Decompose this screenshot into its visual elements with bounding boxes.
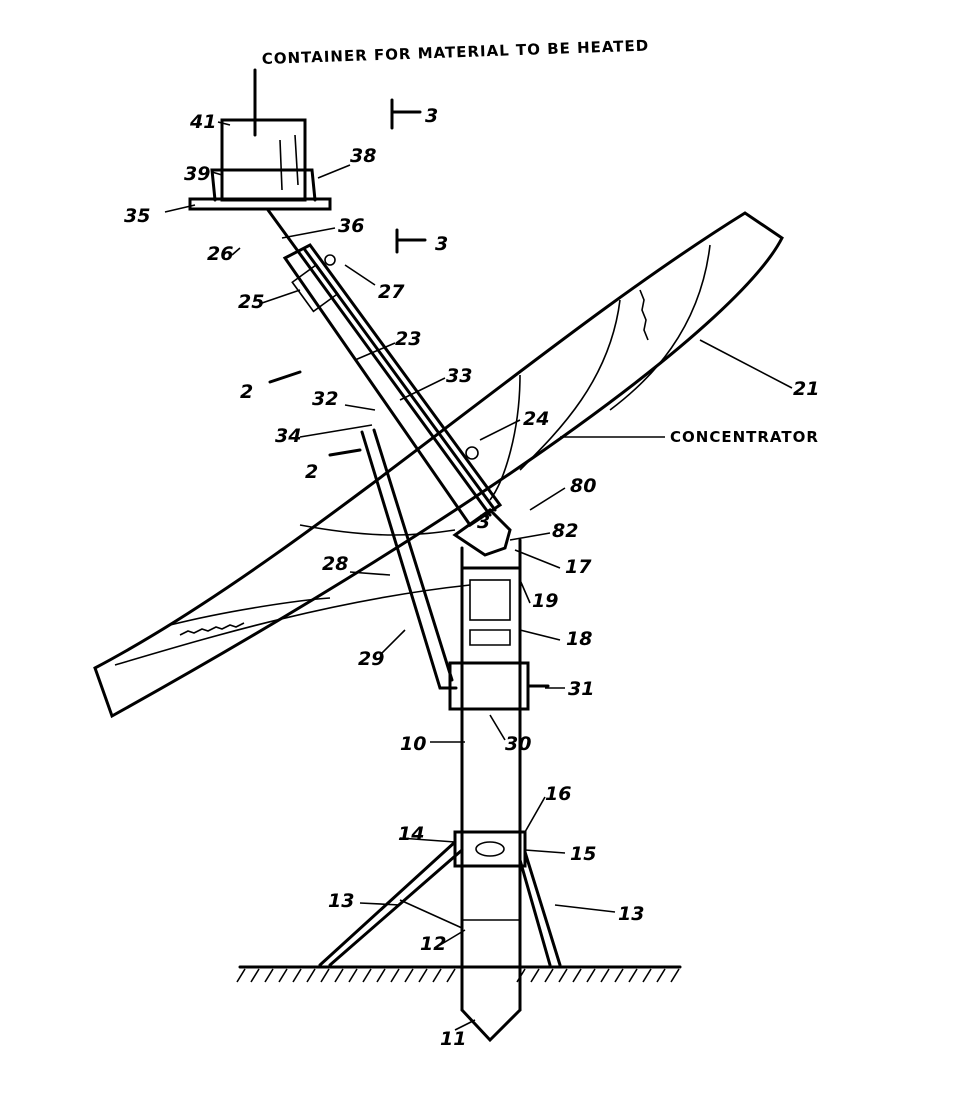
ref-13a: 13 [328, 890, 354, 912]
ref-30: 30 [505, 733, 531, 755]
ref-18: 18 [566, 628, 592, 650]
ref-11: 11 [440, 1028, 466, 1050]
ref-27: 27 [378, 281, 405, 303]
section-arrow-2-top [270, 372, 300, 382]
ref-13b: 13 [618, 903, 644, 925]
ref-14: 14 [398, 823, 424, 845]
ref-28: 28 [322, 553, 348, 575]
container [190, 70, 330, 209]
ref-17: 17 [565, 556, 592, 578]
section-arrow-2-bottom [330, 450, 360, 455]
ref-39: 39 [184, 163, 210, 185]
section-arrow-3-top [392, 100, 420, 128]
ref-19: 19 [532, 590, 558, 612]
ref-38: 38 [350, 145, 376, 167]
ref-41: 41 [189, 111, 216, 133]
ref-36: 36 [338, 215, 364, 237]
section-arrow-3-bottom [397, 230, 425, 252]
section-mark: 2 [305, 461, 318, 483]
ref-3-pivot: 3 [477, 511, 490, 533]
section-mark: 3 [435, 233, 448, 255]
ref-15: 15 [570, 843, 596, 865]
ref-10: 10 [400, 733, 426, 755]
ref-25: 25 [238, 291, 264, 313]
concentrator-caption: CONCENTRATOR [670, 428, 819, 446]
container-caption: CONTAINER FOR MATERIAL TO BE HEATED [262, 36, 650, 68]
ref-80: 80 [570, 475, 596, 497]
ref-32: 32 [312, 388, 338, 410]
support-pole [450, 540, 548, 1040]
ref-12: 12 [420, 933, 446, 955]
ref-31: 31 [568, 678, 594, 700]
ref-34: 34 [275, 425, 301, 447]
ref-35: 35 [124, 205, 150, 227]
ref-24: 24 [523, 408, 549, 430]
ref-23: 23 [395, 328, 421, 350]
ref-29: 29 [358, 648, 384, 670]
ref-16: 16 [545, 783, 571, 805]
section-mark: 3 [425, 105, 438, 127]
section-mark: 2 [240, 381, 253, 403]
leader-lines [165, 122, 792, 1030]
ground-line [237, 967, 680, 982]
ref-26: 26 [207, 243, 233, 265]
ref-21: 21 [793, 378, 819, 400]
ref-82: 82 [552, 520, 578, 542]
ref-33: 33 [446, 365, 472, 387]
